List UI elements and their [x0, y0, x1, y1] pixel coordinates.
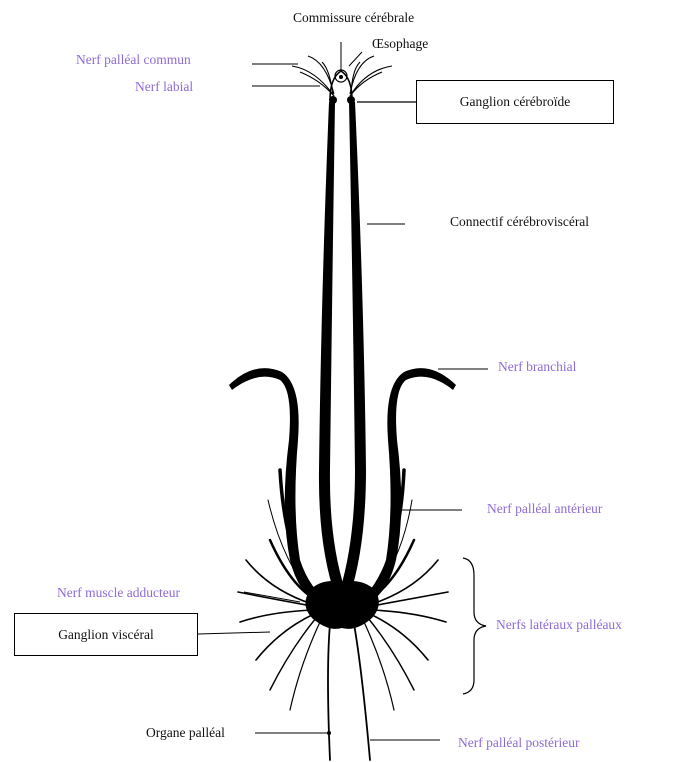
label-ganglion-cerebroide: Ganglion cérébroïde [416, 80, 614, 124]
nerf-muscle-adducteur-leader [244, 592, 300, 602]
branchial-nerves [229, 368, 456, 606]
label-commissure: Commissure cérébrale [293, 10, 414, 26]
organe-palleal-dot [327, 731, 331, 735]
label-oesophage: Œsophage [372, 36, 428, 52]
label-organe-palleal: Organe palléal [146, 725, 225, 741]
label-connectif: Connectif cérébroviscéral [450, 214, 589, 230]
label-ganglion-visceral: Ganglion viscéral [14, 613, 198, 656]
label-nerf-palleal-commun: Nerf palléal commun [76, 52, 191, 68]
label-nerf-muscle-adducteur: Nerf muscle adducteur [57, 585, 180, 601]
label-nerfs-lateraux: Nerfs latéraux palléaux [496, 617, 622, 633]
cerebral-region [252, 42, 392, 100]
cerebrovisceral-connectives [319, 102, 366, 595]
ganglion-visceral-leader [198, 632, 270, 634]
lateral-nerves-brace [463, 558, 486, 694]
label-nerf-branchial: Nerf branchial [498, 359, 576, 375]
label-nerf-labial: Nerf labial [135, 79, 193, 95]
label-nerf-palleal-anterieur: Nerf palléal antérieur [487, 501, 602, 517]
label-nerf-palleal-posterieur: Nerf palléal postérieur [458, 735, 579, 751]
